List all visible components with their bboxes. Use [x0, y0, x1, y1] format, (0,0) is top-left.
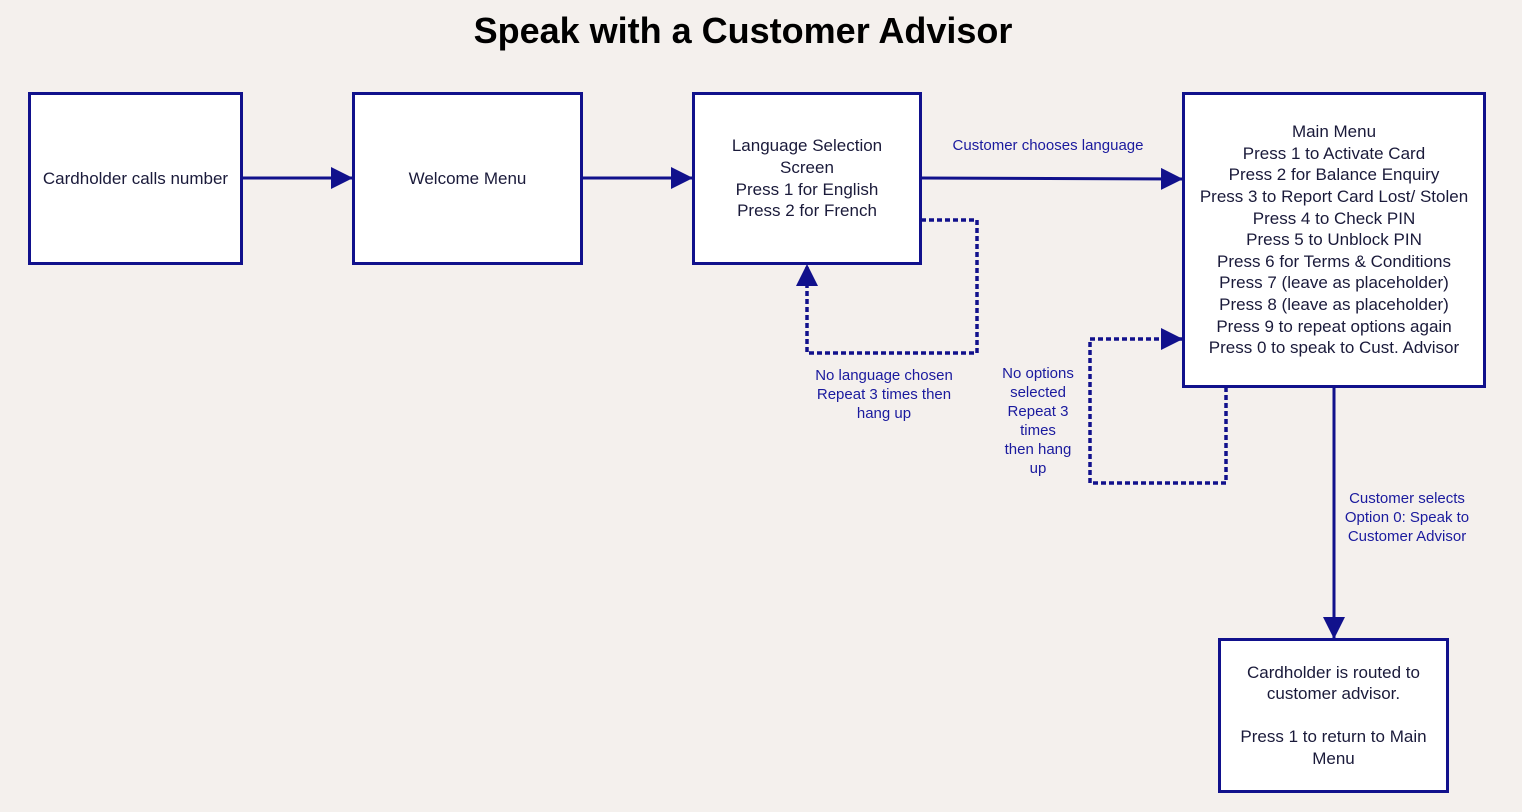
- text-line: Customer chooses language: [952, 137, 1144, 154]
- text-line: Press 0 to speak to Cust. Advisor: [1208, 338, 1460, 358]
- text-line: selected: [1010, 384, 1066, 401]
- text-line: Cardholder calls number: [42, 168, 229, 188]
- welcome-menu-text: Welcome Menu: [409, 168, 527, 190]
- text-line: Press 3 to Report Card Lost/ Stolen: [1199, 187, 1469, 207]
- text-line: Language Selection: [731, 136, 883, 156]
- text-line: Press 4 to Check PIN: [1252, 208, 1416, 228]
- text-line: Press 2 for Balance Enquiry: [1228, 165, 1440, 185]
- text-line: Screen: [780, 157, 834, 177]
- text-line: Press 1 to return to Main: [1240, 727, 1427, 747]
- text-line: hang up: [856, 405, 912, 422]
- cardholder-calls-box: Cardholder calls number: [28, 92, 243, 265]
- text-line: up: [1029, 460, 1047, 477]
- text-line: Menu: [1312, 748, 1355, 768]
- welcome-menu-box: Welcome Menu: [352, 92, 583, 265]
- text-line: Press 8 (leave as placeholder): [1219, 294, 1449, 314]
- text-line: customer advisor.: [1266, 684, 1401, 704]
- text-line: Press 1 to Activate Card: [1242, 143, 1426, 163]
- arrow-language-to-main: [920, 167, 1184, 190]
- text-line: No language chosen: [815, 367, 953, 384]
- cardholder-calls-text: Cardholder calls number: [43, 168, 228, 190]
- loop-no-language: [796, 218, 979, 355]
- text-line: times: [1020, 422, 1056, 439]
- text-line: Press 1 for English: [735, 179, 879, 199]
- text-line: Press 5 to Unblock PIN: [1246, 230, 1422, 250]
- text-line: Press 2 for French: [737, 201, 877, 221]
- text-line: Customer selects: [1349, 490, 1465, 507]
- text-line: Repeat 3: [1007, 403, 1069, 420]
- text-line: Cardholder is routed to: [1247, 662, 1420, 682]
- text-line: [1240, 705, 1426, 727]
- text-line: Repeat 3 times then: [816, 386, 952, 403]
- text-line: No options: [1002, 365, 1074, 382]
- text-line: Welcome Menu: [408, 168, 527, 188]
- text-line: Customer Advisor: [1347, 528, 1467, 545]
- text-line: Press 9 to repeat options again: [1216, 316, 1452, 336]
- label-customer-chooses-language: Customer chooses language: [940, 136, 1156, 155]
- loop-no-options: [1088, 328, 1228, 485]
- text-line: Main Menu: [1291, 122, 1377, 142]
- diagram-title: Speak with a Customer Advisor: [473, 10, 1013, 51]
- text-line: Option 0: Speak to: [1344, 509, 1470, 526]
- text-line: Press 7 (leave as placeholder): [1219, 273, 1449, 293]
- text-line: then hang: [1004, 441, 1072, 458]
- text-line: Press 6 for Terms & Conditions: [1216, 251, 1451, 271]
